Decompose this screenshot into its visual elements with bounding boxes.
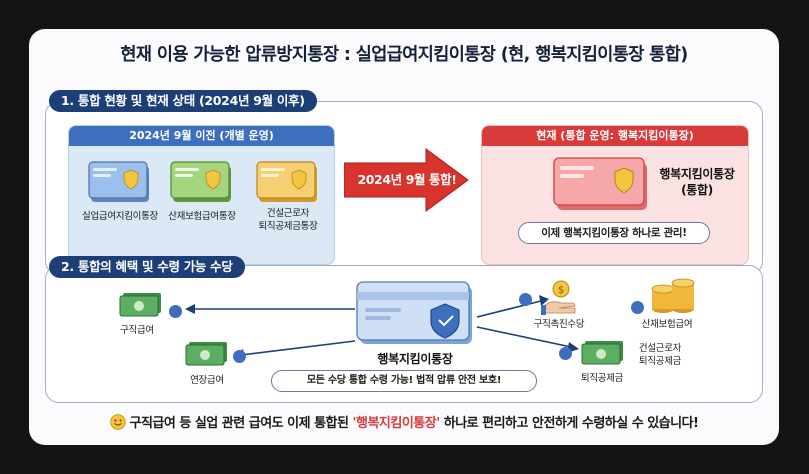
right-item-job-promotion: 구직촉진수당 [533, 319, 585, 330]
center-passbook-label: 행복지킴이통장 [377, 352, 453, 366]
before-panel: 2024년 9월 이전 (개별 운영) 실업급여지킴이통장 산재보험급여통장 [68, 125, 335, 265]
cash-icon-3 [581, 341, 623, 365]
center-passbook-icon [356, 281, 472, 344]
card-label-unemployment: 실업급여지킴이통장 [82, 211, 158, 222]
coin-stack-icon [651, 278, 695, 313]
left-item-1-label: 구직급여 [120, 325, 154, 336]
section-1-heading: 1. 통합 현황 및 현재 상태 (2024년 9월 이후) [49, 90, 317, 112]
section-2-heading: 2. 통합의 혜택 및 수령 가능 수당 [49, 256, 245, 278]
right-item-construction-1: 건설근로자 [638, 343, 682, 354]
left-item-2-label: 연장급여 [190, 375, 224, 386]
cash-icon-1 [119, 293, 161, 317]
card-label-construction-1: 건설근로자 [266, 208, 310, 219]
industrial-accident-passbook-icon [170, 161, 231, 202]
check-icon-right-3 [559, 347, 572, 360]
construction-passbook-icon [256, 161, 317, 202]
check-icon-right-1 [519, 293, 532, 306]
check-icon-left-2 [233, 350, 246, 363]
footer-highlight: '행복지킴이통장' [352, 416, 441, 431]
cash-icon-2 [185, 342, 227, 366]
right-item-industrial: 산재보험급여 [641, 319, 693, 330]
center-note: 모든 수당 통합 수령 가능! 법적 압류 안전 보호! [271, 370, 537, 392]
merge-arrow-icon [344, 148, 469, 212]
check-icon-left-1 [169, 305, 182, 318]
footer-prefix: 구직급여 등 실업 관련 급여도 이제 통합된 [129, 416, 353, 431]
footer-suffix: 하나로 편리하고 안전하게 수령하실 수 있습니다! [439, 416, 699, 431]
svg-text:$: $ [558, 285, 564, 296]
happy-passbook-label-2: (통합) [681, 183, 713, 197]
smile-icon [109, 414, 126, 434]
after-panel-note: 이제 행복지킴이통장 하나로 관리! [518, 222, 710, 244]
after-panel: 현재 (통합 운영: 행복지킴이통장) 행복지킴이통장 (통합) 이제 행복지킴… [481, 125, 749, 265]
right-item-retirement: 퇴직공제금 [580, 373, 624, 384]
before-panel-heading: 2024년 9월 이전 (개별 운영) [69, 126, 334, 146]
page-title: 현재 이용 가능한 압류방지통장 : 실업급여지킴이통장 (현, 행복지킴이통장… [120, 45, 688, 65]
right-item-construction-2: 퇴직공제금 [638, 356, 682, 367]
check-icon-right-2 [631, 301, 644, 314]
happy-passbook-label-1: 행복지킴이통장 [659, 167, 735, 181]
hand-coin-icon: $ [541, 280, 576, 315]
card-label-construction-2: 퇴직공제금통장 [258, 221, 318, 232]
after-panel-heading: 현재 (통합 운영: 행복지킴이통장) [482, 126, 748, 146]
footer-message: 구직급여 등 실업 관련 급여도 이제 통합된 '행복지킴이통장' 하나로 편리… [29, 412, 779, 434]
infographic-card: 현재 이용 가능한 압류방지통장 : 실업급여지킴이통장 (현, 행복지킴이통장… [29, 29, 779, 445]
happy-passbook-icon [553, 157, 647, 210]
unemployment-passbook-icon [88, 161, 149, 202]
card-label-industrial: 산재보험급여통장 [168, 211, 236, 222]
merge-arrow-label: 2024년 9월 통합! [357, 172, 457, 187]
